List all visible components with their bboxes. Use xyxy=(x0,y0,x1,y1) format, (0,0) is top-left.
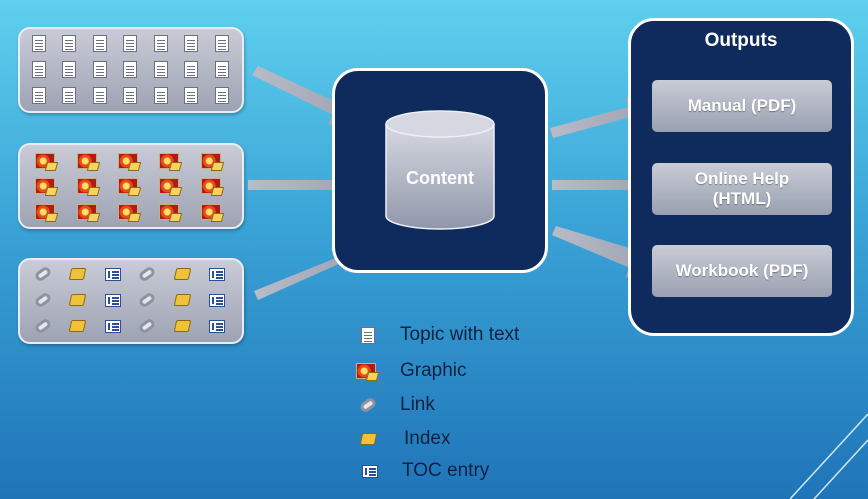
link-icon xyxy=(358,395,378,415)
graphics-panel xyxy=(18,143,244,229)
output-manual-pdf: Manual (PDF) xyxy=(652,80,832,132)
legend-item-link: Link xyxy=(358,394,435,416)
link-icon xyxy=(33,316,53,336)
graphic-icon xyxy=(35,176,56,196)
graphic-icon xyxy=(159,176,180,196)
link-icon xyxy=(33,264,53,284)
arrow-mix-to-content xyxy=(254,245,360,300)
index-icon xyxy=(172,264,192,284)
link-icon xyxy=(33,290,53,310)
toc-icon xyxy=(103,290,123,310)
document-icon xyxy=(29,33,49,53)
index-icon xyxy=(172,290,192,310)
toc-icon xyxy=(207,316,227,336)
arrow-graphics-to-content xyxy=(248,172,362,198)
document-icon xyxy=(90,59,110,79)
document-icon xyxy=(212,85,232,105)
legend-item-toc: TOC entry xyxy=(360,460,489,482)
graphic-icon xyxy=(35,202,56,222)
document-icon xyxy=(90,85,110,105)
legend-label: Link xyxy=(400,394,435,415)
outputs-title: Outputs xyxy=(704,30,778,51)
text-topics-panel xyxy=(18,27,244,113)
toc-icon xyxy=(103,316,123,336)
links-index-toc-panel xyxy=(18,258,244,344)
link-icon xyxy=(137,316,157,336)
corner-decoration xyxy=(790,413,868,499)
graphic-icon xyxy=(117,202,138,222)
toc-icon xyxy=(207,264,227,284)
legend-item-topic: Topic with text xyxy=(358,324,519,346)
index-icon xyxy=(358,429,378,449)
toc-icon xyxy=(103,264,123,284)
document-icon xyxy=(151,33,171,53)
document-icon xyxy=(29,85,49,105)
graphic-icon xyxy=(159,202,180,222)
legend-label: Topic with text xyxy=(400,324,520,345)
document-icon xyxy=(181,59,201,79)
arrow-content-to-help xyxy=(552,172,650,198)
document-icon xyxy=(120,85,140,105)
graphic-icon xyxy=(76,176,97,196)
document-icon xyxy=(212,59,232,79)
index-icon xyxy=(172,316,192,336)
output-online-help-html: Online Help (HTML) xyxy=(652,163,832,215)
document-icon xyxy=(358,325,378,345)
document-icon xyxy=(181,85,201,105)
legend-item-graphic: Graphic xyxy=(356,360,467,382)
graphic-icon xyxy=(76,151,97,171)
document-icon xyxy=(151,85,171,105)
document-icon xyxy=(90,33,110,53)
document-icon xyxy=(59,85,79,105)
arrow-docs-to-content xyxy=(252,66,358,125)
legend-label: Graphic xyxy=(400,360,467,381)
link-icon xyxy=(137,290,157,310)
content-label: Content xyxy=(406,168,474,188)
index-icon xyxy=(68,290,88,310)
graphic-icon xyxy=(117,151,138,171)
output-workbook-pdf: Workbook (PDF) xyxy=(652,245,832,297)
graphic-icon xyxy=(76,202,97,222)
graphic-icon xyxy=(159,151,180,171)
arrow-content-to-workbook xyxy=(552,226,650,278)
legend-label: Index xyxy=(404,428,451,449)
index-icon xyxy=(68,264,88,284)
graphic-icon xyxy=(200,202,221,222)
graphic-icon xyxy=(117,176,138,196)
document-icon xyxy=(59,33,79,53)
legend-label: TOC entry xyxy=(402,460,490,481)
arrow-content-to-manual xyxy=(550,97,650,138)
graphic-icon xyxy=(200,151,221,171)
document-icon xyxy=(181,33,201,53)
graphic-icon xyxy=(200,176,221,196)
document-icon xyxy=(120,59,140,79)
document-icon xyxy=(59,59,79,79)
document-icon xyxy=(120,33,140,53)
link-icon xyxy=(137,264,157,284)
toc-icon xyxy=(207,290,227,310)
database-cylinder-icon xyxy=(385,110,495,230)
legend-item-index: Index xyxy=(358,428,450,450)
document-icon xyxy=(29,59,49,79)
graphic-icon xyxy=(356,361,376,381)
document-icon xyxy=(151,59,171,79)
graphic-icon xyxy=(35,151,56,171)
document-icon xyxy=(212,33,232,53)
index-icon xyxy=(68,316,88,336)
toc-icon xyxy=(360,461,380,481)
